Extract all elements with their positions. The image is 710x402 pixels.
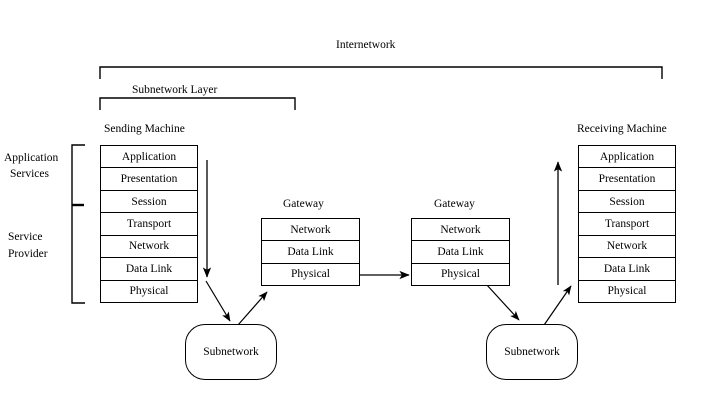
- stack-layer-cell: Network: [262, 219, 359, 242]
- stack-layer-cell: Data Link: [579, 258, 675, 281]
- label-gateway-right: Gateway: [434, 198, 475, 210]
- stack-layer-cell: Application: [579, 146, 675, 169]
- label-service-provider-line2: Provider: [8, 248, 48, 260]
- label-receiving-machine: Receiving Machine: [577, 123, 667, 135]
- subnetwork-left-node: Subnetwork: [185, 324, 277, 380]
- stack-layer-cell: Session: [101, 191, 197, 214]
- stack-layer-cell: Network: [412, 219, 509, 242]
- subnetwork-layer-bracket: [99, 97, 296, 110]
- stack-layer-cell: Physical: [607, 285, 647, 298]
- stack-layer-cell: Application: [101, 146, 197, 169]
- stack-layer-cell: Physical: [441, 268, 480, 281]
- label-application-services-line2: Services: [10, 168, 49, 180]
- stack-layer-cell: Physical: [291, 268, 330, 281]
- label-internetwork: Internetwork: [336, 39, 396, 51]
- gateway-left-stack: Network Data Link Physical: [261, 218, 360, 286]
- subnetwork-right-node: Subnetwork: [486, 324, 578, 380]
- stack-layer-cell: Network: [101, 236, 197, 259]
- internetwork-bracket: [99, 66, 663, 79]
- stack-layer-cell: Network: [579, 236, 675, 259]
- label-gateway-left: Gateway: [283, 198, 324, 210]
- gateway-right-stack: Network Data Link Physical: [411, 218, 510, 286]
- sending-to-subnetwork-connector: [205, 280, 231, 322]
- receiving-machine-stack: Application Presentation Session Transpo…: [578, 145, 676, 303]
- stack-layer-cell: Presentation: [579, 168, 675, 191]
- stack-layer-cell: Data Link: [101, 258, 197, 281]
- services-bracket: [71, 144, 85, 304]
- gateway-right-to-subnetwork-connector: [485, 283, 520, 321]
- subnetwork-to-gateway-left-connector: [237, 291, 268, 326]
- label-sending-machine: Sending Machine: [104, 123, 185, 135]
- label-service-provider-line1: Service: [8, 231, 43, 243]
- stack-layer-cell: Physical: [129, 285, 169, 298]
- label-subnetwork-layer: Subnetwork Layer: [132, 84, 218, 96]
- stack-layer-cell: Presentation: [101, 168, 197, 191]
- stack-layer-cell: Transport: [579, 213, 675, 236]
- stack-layer-cell: Data Link: [412, 241, 509, 264]
- stack-layer-cell: Transport: [101, 213, 197, 236]
- stack-layer-cell: Session: [579, 191, 675, 214]
- stack-layer-cell: Data Link: [262, 241, 359, 264]
- sending-machine-stack: Application Presentation Session Transpo…: [100, 145, 198, 303]
- subnetwork-to-receiving-connector: [541, 285, 572, 329]
- label-application-services-line1: Application: [4, 152, 59, 164]
